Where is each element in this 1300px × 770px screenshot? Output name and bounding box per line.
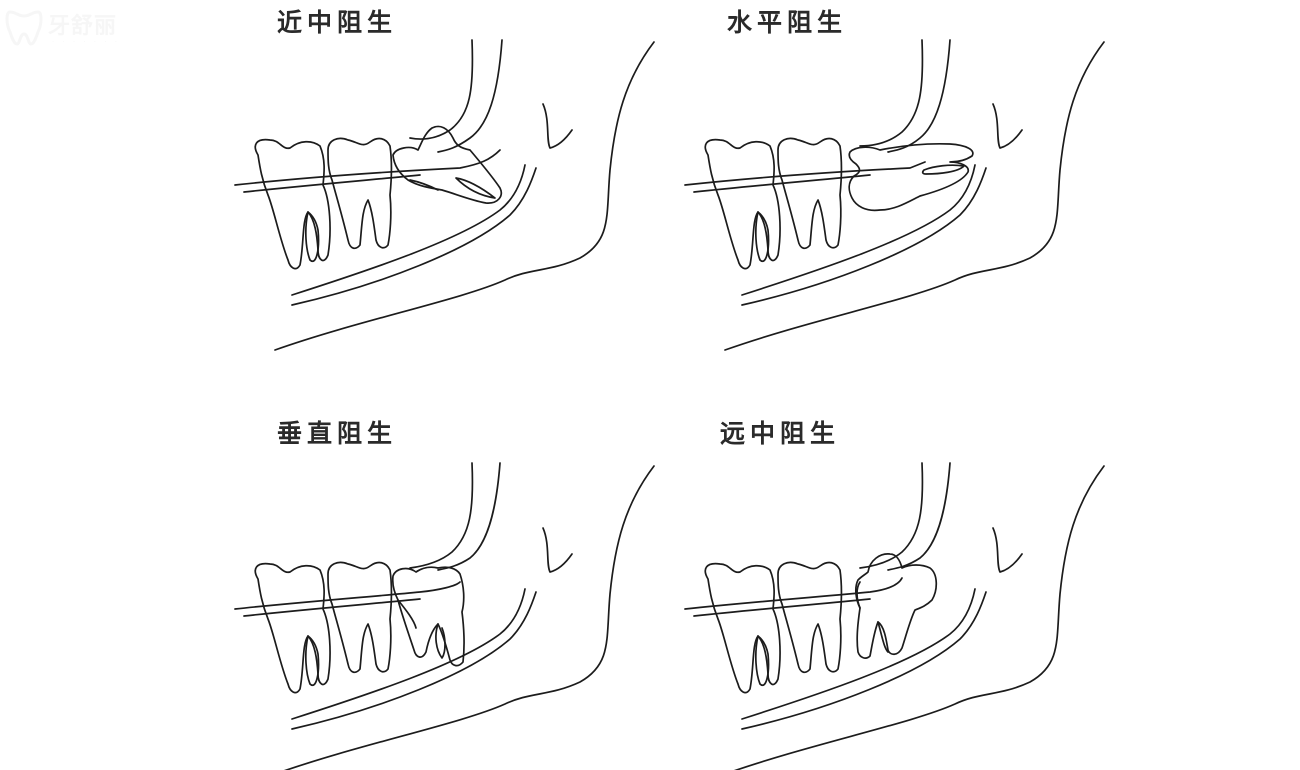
mesioangular-impaction-illustration bbox=[234, 39, 655, 351]
panel-title: 水平阻生 bbox=[727, 8, 848, 37]
watermark-brand: 牙舒丽 bbox=[48, 13, 118, 39]
tooth-logo-icon bbox=[5, 10, 43, 46]
distoangular-impaction-illustration bbox=[684, 462, 1105, 770]
panel-title: 垂直阻生 bbox=[277, 419, 398, 448]
panel-distoangular: 远中阻生 bbox=[670, 400, 1120, 770]
panel-vertical: 垂直阻生 bbox=[220, 400, 670, 770]
panel-title: 远中阻生 bbox=[720, 419, 841, 448]
watermark-logo: 牙舒丽 · · · · · · · bbox=[4, 4, 134, 48]
panel-mesioangular: 近中阻生 bbox=[220, 0, 670, 370]
panel-horizontal: 水平阻生 bbox=[670, 0, 1120, 370]
panel-title: 近中阻生 bbox=[277, 8, 398, 37]
horizontal-impaction-illustration bbox=[684, 39, 1105, 351]
vertical-impaction-illustration bbox=[234, 462, 655, 770]
watermark-subtext: · · · · · · · bbox=[52, 38, 120, 46]
